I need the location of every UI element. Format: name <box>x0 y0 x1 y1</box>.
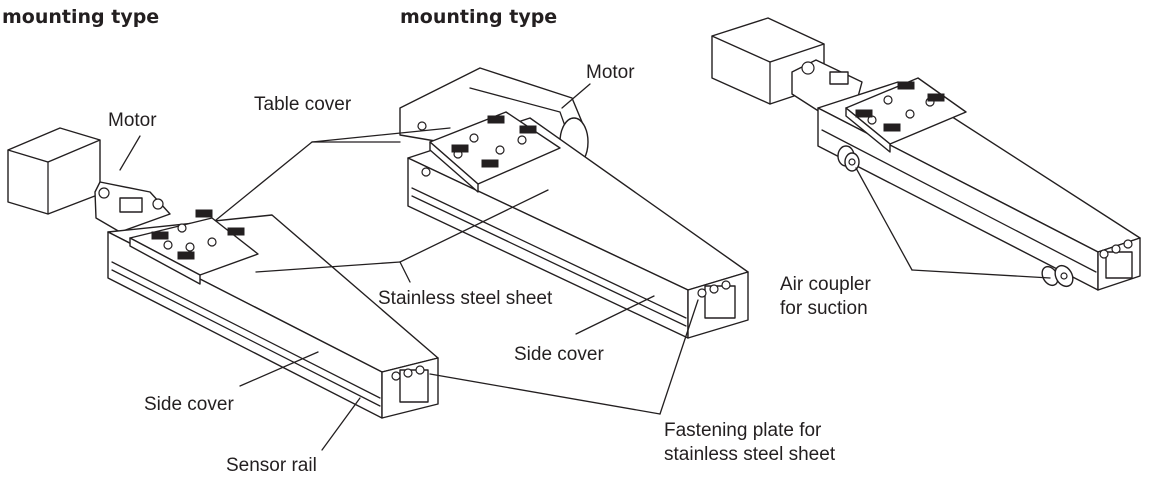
label-motor-center: Motor <box>586 62 635 83</box>
fastening-hole-center-1 <box>697 288 707 298</box>
air-coupler-bottom <box>1041 264 1074 288</box>
fastening-hole-right-2 <box>1111 244 1121 254</box>
label-fastening-line1: Fastening plate for <box>664 420 822 441</box>
table-center <box>429 111 561 193</box>
actuator-left <box>7 127 439 419</box>
actuator-center <box>399 67 749 339</box>
air-coupler-top <box>837 145 860 172</box>
end-plate-center <box>704 285 736 319</box>
label-side-cover-center: Side cover <box>514 344 604 365</box>
fastening-hole-left-3 <box>415 365 425 375</box>
table-right <box>845 77 967 153</box>
fastening-hole-right-3 <box>1123 239 1133 249</box>
rail-center-line <box>411 195 687 327</box>
leader-lines <box>119 83 1051 451</box>
table-left <box>129 209 259 285</box>
fastening-hole-center-3 <box>721 280 731 290</box>
header-left: mounting type <box>2 6 159 28</box>
side-cover-left-line <box>111 261 381 399</box>
label-air-coupler-line1: Air coupler <box>780 274 871 295</box>
fastening-hole-left-1 <box>391 371 401 381</box>
end-plate-right <box>1105 251 1133 279</box>
coupling-left <box>94 181 171 233</box>
label-stainless-steel-sheet: Stainless steel sheet <box>378 288 553 309</box>
header-center: mounting type <box>400 6 557 28</box>
label-sensor-rail: Sensor rail <box>226 455 317 476</box>
label-side-cover-left: Side cover <box>144 394 234 415</box>
sensor-rail-left-line <box>111 269 381 407</box>
side-cover-center-line <box>411 187 687 319</box>
end-hole-center <box>421 167 431 177</box>
side-cover-right-line <box>821 129 1097 273</box>
fastening-hole-left-2 <box>403 368 413 378</box>
fastening-hole-right-1 <box>1099 249 1109 259</box>
label-motor-left: Motor <box>108 110 157 131</box>
label-fastening-line2: stainless steel sheet <box>664 444 836 465</box>
fastening-hole-center-2 <box>709 284 719 294</box>
label-table-cover: Table cover <box>254 94 352 115</box>
label-air-coupler-line2: for suction <box>780 298 868 319</box>
actuator-right <box>711 17 1141 291</box>
motor-left-drawing <box>7 127 101 215</box>
